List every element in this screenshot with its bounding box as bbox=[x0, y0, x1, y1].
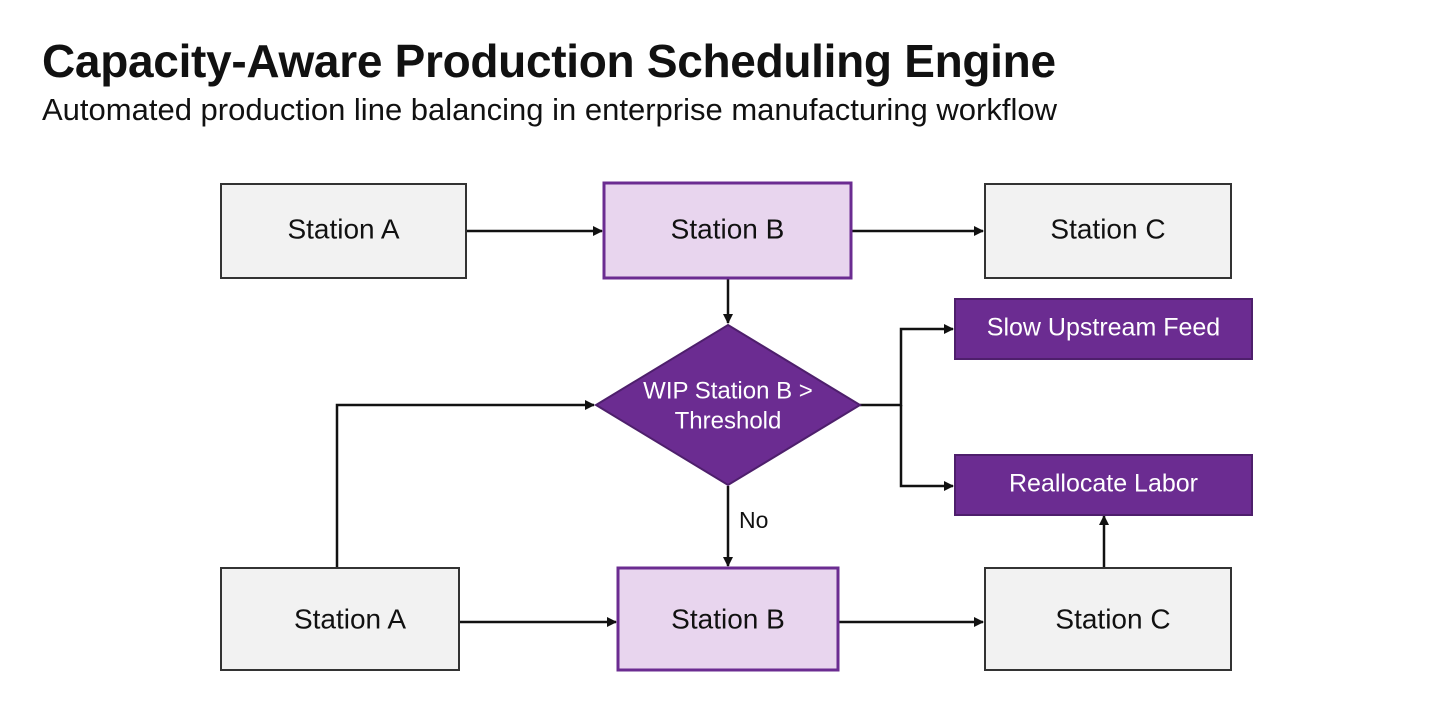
node-decision-wip-threshold: WIP Station B > Threshold bbox=[594, 323, 862, 487]
node-station-b-top: Station B bbox=[602, 181, 853, 280]
edge-label-no: No bbox=[739, 507, 768, 533]
edge-decision-to-slow-feed bbox=[860, 324, 954, 407]
node-station-b-top-label: Station B bbox=[671, 213, 785, 244]
decision-label-line2: Threshold bbox=[675, 407, 782, 434]
edge-station-a-bottom-to-decision bbox=[335, 400, 595, 568]
node-reallocate-labor: Reallocate Labor bbox=[954, 454, 1253, 516]
page-title: Capacity-Aware Production Scheduling Eng… bbox=[42, 35, 1056, 87]
node-station-c-top-label: Station C bbox=[1050, 213, 1165, 244]
page-subtitle: Automated production line balancing in e… bbox=[42, 92, 1057, 127]
node-station-c-bottom-label: Station C bbox=[1055, 603, 1170, 634]
node-station-a-top: Station A bbox=[220, 183, 467, 279]
node-station-a-top-label: Station A bbox=[287, 213, 399, 244]
node-station-c-top: Station C bbox=[984, 183, 1232, 279]
node-station-b-bottom: Station B bbox=[616, 566, 840, 672]
node-station-a-bottom-label: Station A bbox=[294, 603, 406, 634]
decision-label-line1: WIP Station B > bbox=[643, 377, 813, 404]
connectors bbox=[335, 226, 1109, 627]
node-station-a-bottom: Station A bbox=[220, 567, 460, 671]
node-station-b-bottom-label: Station B bbox=[671, 603, 785, 634]
node-reallocate-labor-label: Reallocate Labor bbox=[1009, 470, 1198, 498]
node-slow-upstream-feed: Slow Upstream Feed bbox=[954, 298, 1253, 360]
node-station-c-bottom: Station C bbox=[984, 567, 1232, 671]
node-slow-upstream-feed-label: Slow Upstream Feed bbox=[987, 314, 1220, 342]
edge-decision-to-reallocate bbox=[899, 405, 954, 491]
